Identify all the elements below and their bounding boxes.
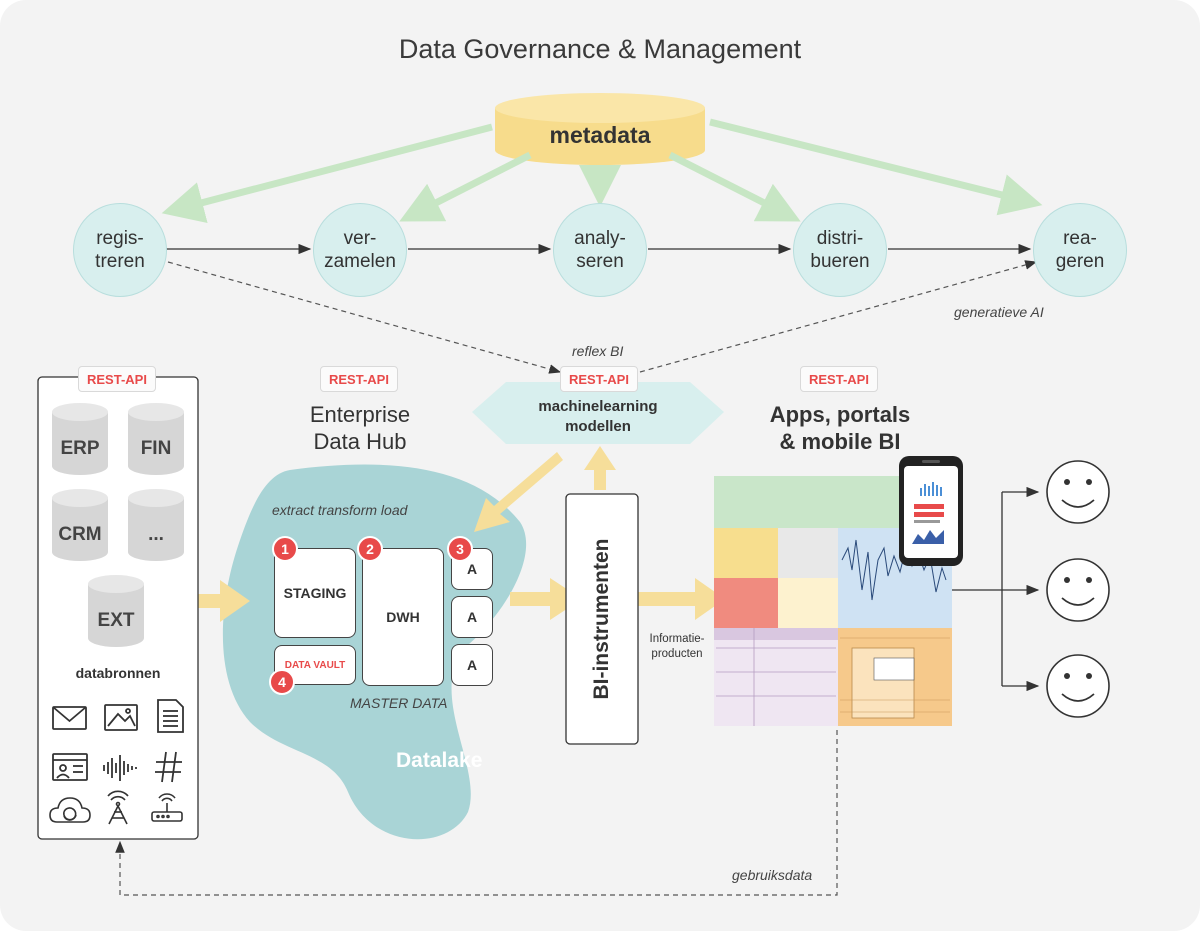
dashboard-collage xyxy=(714,476,952,726)
step-registreren: regis- treren xyxy=(73,203,167,297)
ml-hexagon xyxy=(472,382,724,444)
step-reageren: rea- geren xyxy=(1033,203,1127,297)
reflex-bi-label: reflex BI xyxy=(572,343,624,359)
db-ext: EXT xyxy=(97,610,135,631)
step-distribueren: distri- bueren xyxy=(793,203,887,297)
hub-heading: Enterprise Data Hub xyxy=(309,402,411,454)
document-icon xyxy=(157,699,184,733)
audio-wave-icon xyxy=(103,755,137,781)
bi-tools-box xyxy=(565,493,639,745)
datamart-box-3: A xyxy=(451,644,493,686)
info-products-label: Informatie- producten xyxy=(649,633,705,660)
etl-label: extract transform load xyxy=(272,502,408,518)
metadata-cylinder xyxy=(495,93,705,165)
antenna-tower-icon xyxy=(107,790,129,825)
page-title: Data Governance & Management xyxy=(398,34,802,64)
step-verzamelen: ver- zamelen xyxy=(313,203,407,297)
dwh-box: DWH xyxy=(362,548,444,686)
db-more: ... xyxy=(148,524,164,545)
bi-tools-label: BI-instrumenten xyxy=(590,538,613,700)
ml-models-label: machinelearning modellen xyxy=(538,398,658,435)
rest-api-badge-apps: REST-API xyxy=(800,366,878,392)
generatieve-ai-label: generatieve AI xyxy=(954,304,1044,320)
profile-card-icon xyxy=(52,753,88,781)
image-icon xyxy=(104,704,138,731)
metadata-label: metadata xyxy=(549,122,651,148)
apps-heading: Apps, portals & mobile BI xyxy=(769,402,911,454)
step-badge-2: 2 xyxy=(357,536,383,562)
step-badge-3: 3 xyxy=(447,536,473,562)
datalake-label: Datalake xyxy=(396,749,483,772)
metadata-arrows xyxy=(161,118,1043,224)
rest-api-badge-hub: REST-API xyxy=(320,366,398,392)
smiley-face-icon-3 xyxy=(1046,654,1110,718)
router-icon xyxy=(151,793,183,822)
cloud-sync-icon xyxy=(49,797,91,823)
mail-icon xyxy=(52,706,87,730)
smiley-face-icon-1 xyxy=(1046,460,1110,524)
datamart-box-2: A xyxy=(451,596,493,638)
staging-box: STAGING xyxy=(274,548,356,638)
rest-api-badge-sources: REST-API xyxy=(78,366,156,392)
rest-api-badge-ml: REST-API xyxy=(560,366,638,392)
db-crm: CRM xyxy=(58,524,102,545)
flow-arrows xyxy=(175,446,725,622)
db-fin: FIN xyxy=(140,438,172,459)
step-badge-1: 1 xyxy=(272,536,298,562)
usage-data-label: gebruiksdata xyxy=(732,867,813,883)
step-analyseren: analy- seren xyxy=(553,203,647,297)
output-arrows xyxy=(952,486,1040,692)
hashtag-icon xyxy=(155,751,182,783)
db-erp: ERP xyxy=(60,438,100,459)
smiley-face-icon-2 xyxy=(1046,558,1110,622)
step-badge-4: 4 xyxy=(269,669,295,695)
sources-label: databronnen xyxy=(75,665,161,681)
master-data-label: MASTER DATA xyxy=(350,695,448,711)
smartphone-icon xyxy=(899,456,963,566)
database-cylinders xyxy=(52,403,184,647)
